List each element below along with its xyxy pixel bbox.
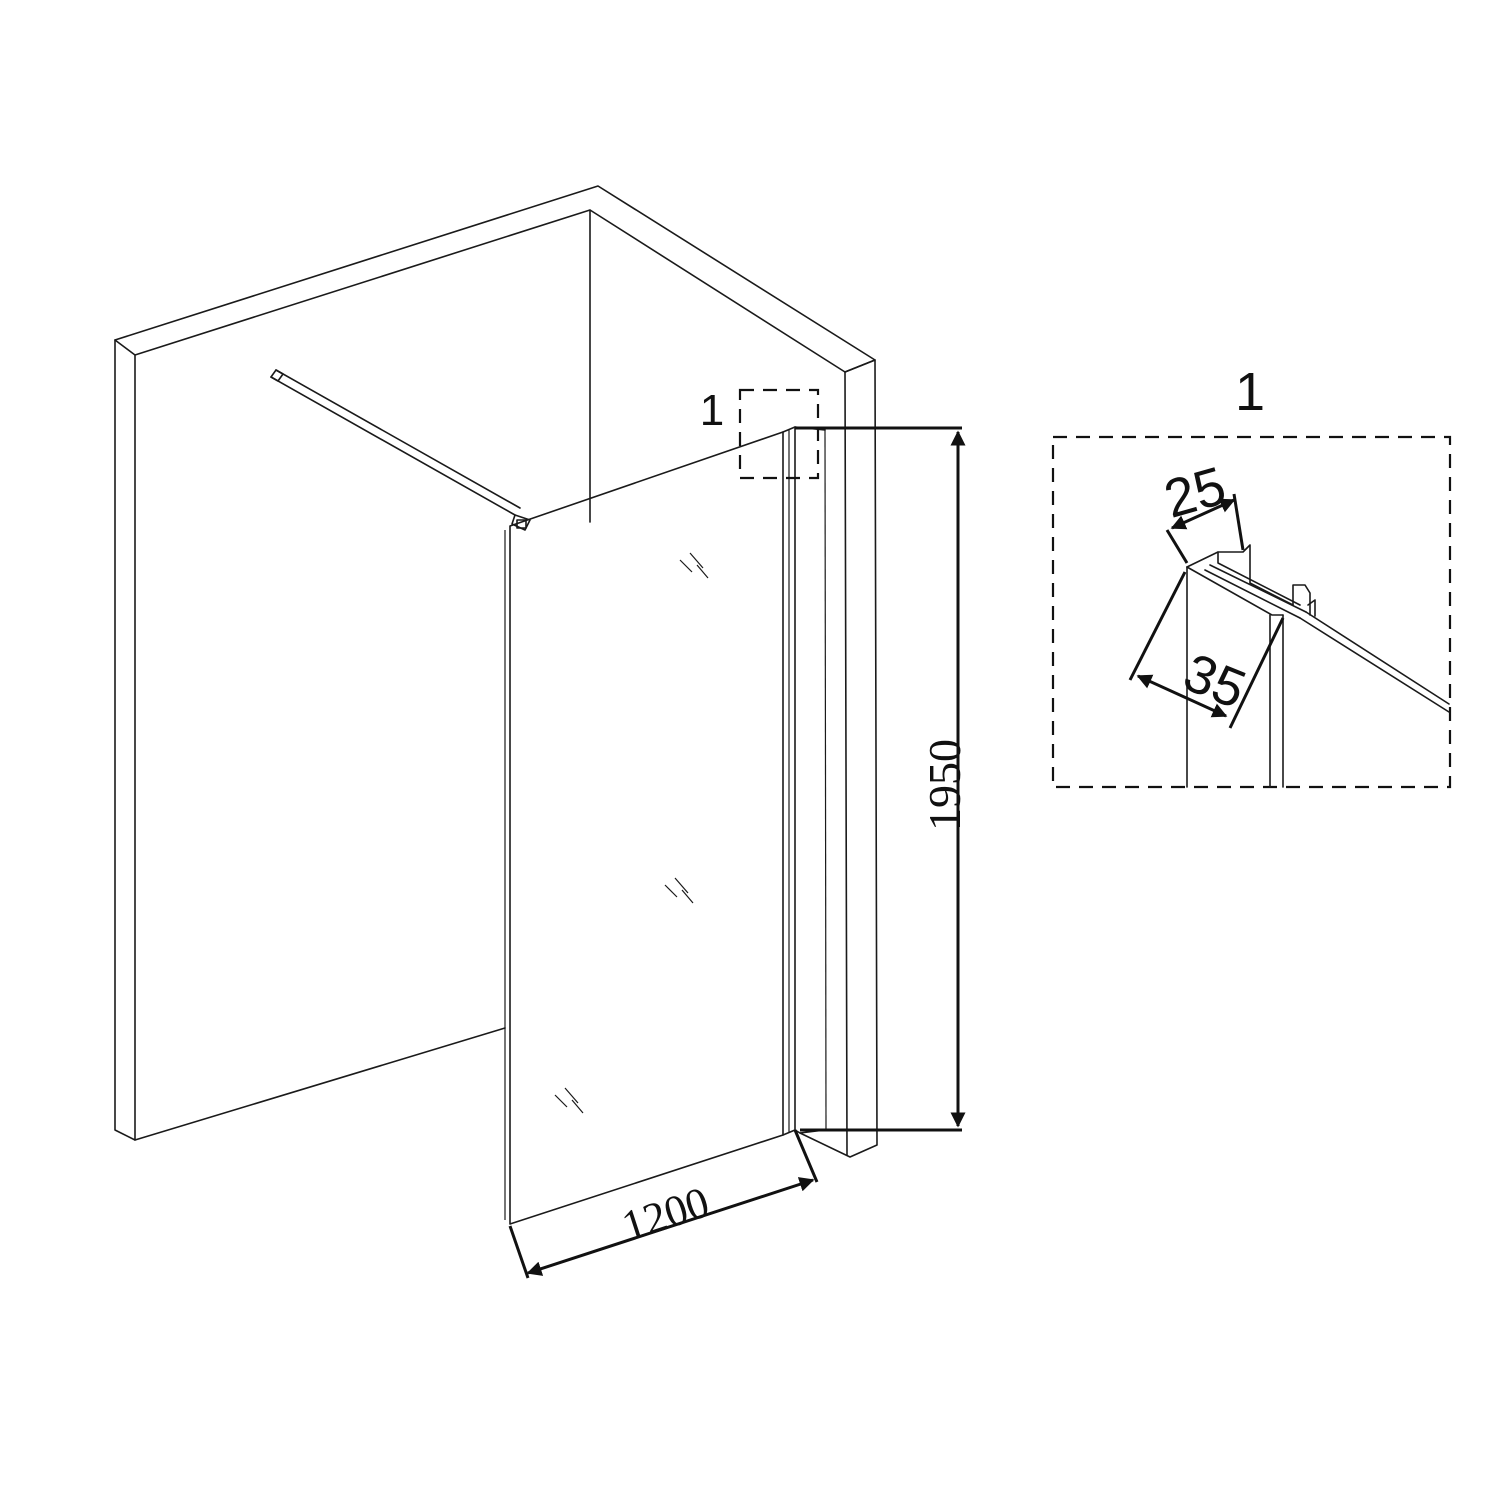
glass-reflection-icon xyxy=(679,552,709,579)
width-dimension: 1200 xyxy=(508,1129,819,1279)
detail-title: 1 xyxy=(1235,362,1265,422)
detail-callout-box xyxy=(738,388,820,480)
profile-depth-dimension: 35 xyxy=(1128,571,1285,729)
wall-corner xyxy=(114,185,878,1158)
callout-label: 1 xyxy=(700,386,724,435)
glass-reflection-icon xyxy=(554,1087,584,1114)
glass-reflection-icon xyxy=(664,877,694,904)
side-wall xyxy=(799,359,878,1158)
back-wall xyxy=(114,185,876,1141)
height-dimension: 1950 xyxy=(795,426,970,1132)
profile-width-label: 25 xyxy=(1158,456,1232,530)
wall-profile xyxy=(1186,544,1450,788)
width-dimension-label: 1200 xyxy=(616,1177,715,1251)
profile-width-dimension: 25 xyxy=(1158,456,1245,564)
detail-view: 1 25 35 xyxy=(1051,362,1452,789)
height-dimension-label: 1950 xyxy=(919,739,970,831)
detail-frame xyxy=(1051,435,1452,789)
glass-panel xyxy=(504,426,826,1225)
stabilizer-bar xyxy=(270,369,531,531)
